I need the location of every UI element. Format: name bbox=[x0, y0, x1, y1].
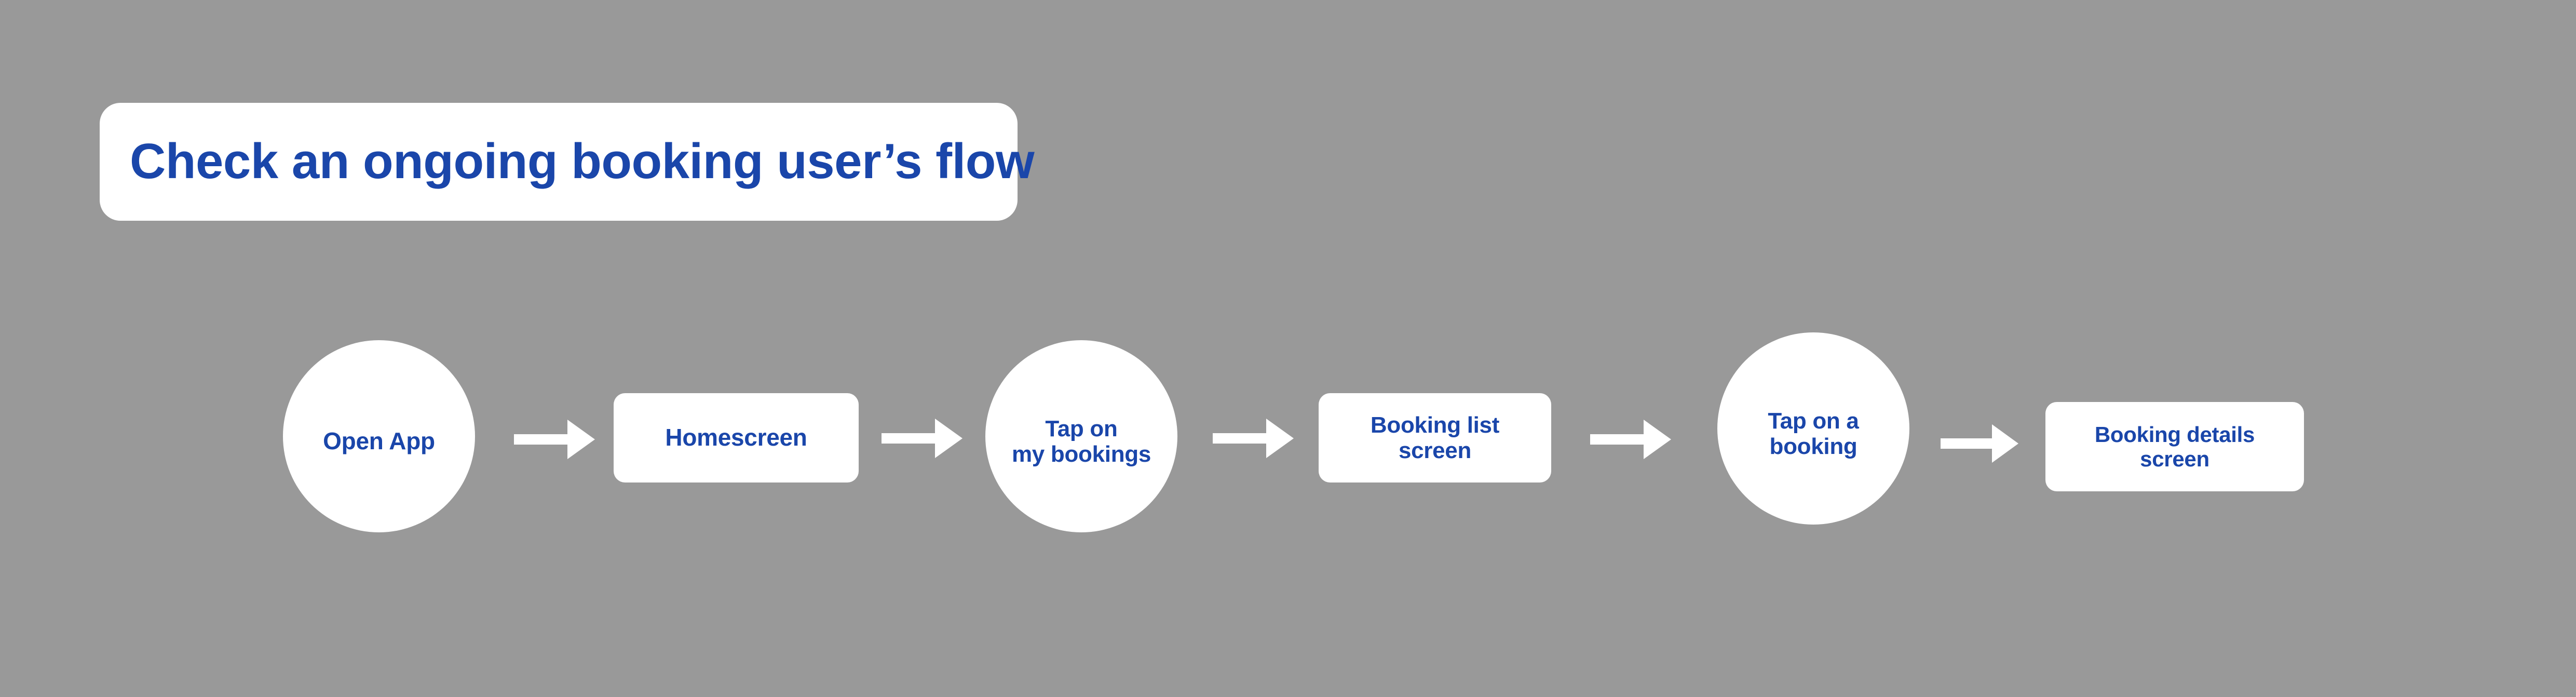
flow-node-label: Homescreen bbox=[665, 424, 807, 451]
arrow-right-icon-5 bbox=[1941, 424, 2018, 463]
arrow-right-icon-1 bbox=[514, 420, 595, 459]
arrow-right-icon-4 bbox=[1590, 420, 1671, 459]
flow-node-booking-details-screen[interactable]: Booking details screen bbox=[2045, 402, 2304, 491]
flow-node-homescreen[interactable]: Homescreen bbox=[614, 393, 859, 482]
flow-node-label: Open App bbox=[323, 427, 435, 455]
flow-node-tap-on-my-bookings[interactable]: Tap on my bookings bbox=[985, 340, 1177, 532]
page-title: Check an ongoing booking user’s flow bbox=[130, 133, 1035, 190]
flow-node-label: Tap on my bookings bbox=[1011, 415, 1151, 467]
flow-node-label: Tap on a booking bbox=[1768, 408, 1859, 459]
flow-node-label: Booking details screen bbox=[2094, 422, 2255, 471]
flow-node-open-app[interactable]: Open App bbox=[283, 340, 475, 532]
flow-node-booking-list-screen[interactable]: Booking list screen bbox=[1319, 393, 1551, 482]
flow-node-label: Booking list screen bbox=[1370, 412, 1500, 463]
arrow-right-icon-3 bbox=[1213, 419, 1294, 458]
arrow-right-icon-2 bbox=[882, 419, 962, 458]
title-card: Check an ongoing booking user’s flow bbox=[100, 103, 1035, 221]
flow-node-tap-on-a-booking[interactable]: Tap on a booking bbox=[1717, 332, 1909, 525]
